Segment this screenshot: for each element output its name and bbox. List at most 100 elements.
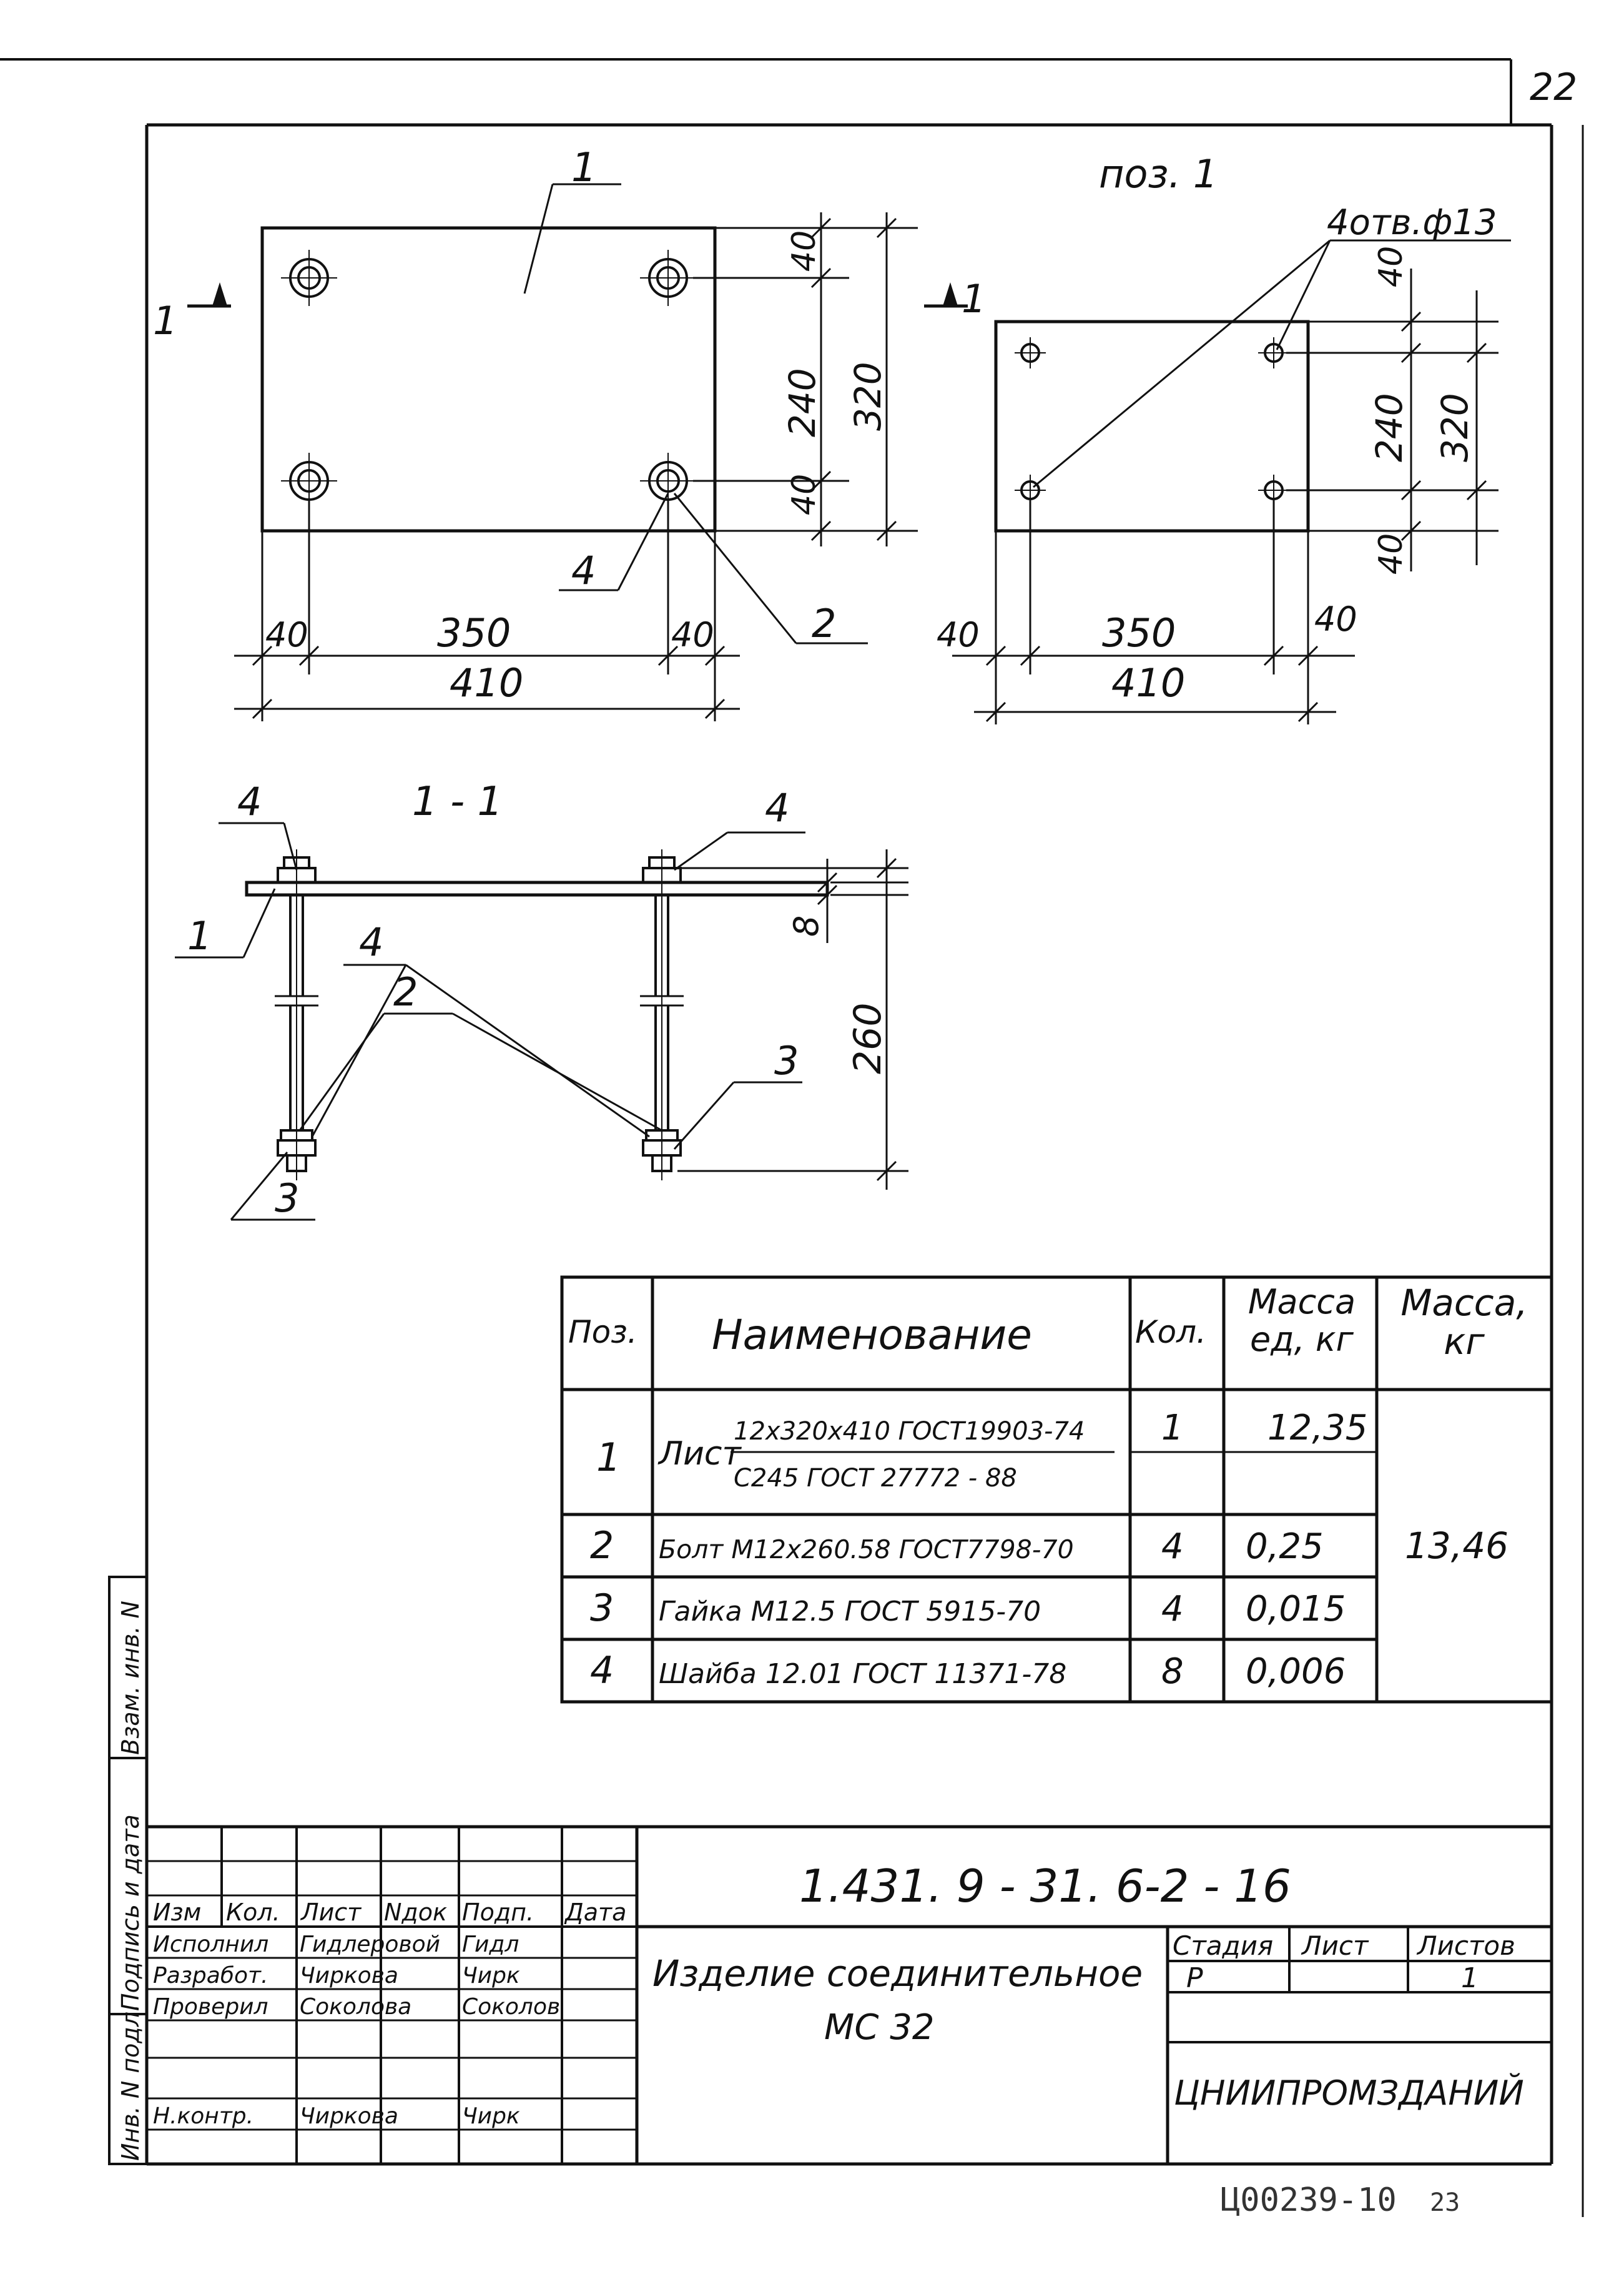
spec-row1-name-top: 12x320x410 ГОСТ19903-74 xyxy=(734,1417,1085,1446)
tb-sheets-label: Листов xyxy=(1416,1930,1515,1961)
tb-sign-ispolnil: Гидл xyxy=(462,1932,519,1957)
spec-row3-mass: 0,015 xyxy=(1246,1589,1346,1629)
tb-sign-proveril: Соколов xyxy=(462,1994,560,2020)
spec-row3-name: Гайка М12.5 ГОСТ 5915-70 xyxy=(659,1596,1041,1628)
spec-row2-pos: 2 xyxy=(590,1524,614,1568)
spec-row2-name: Болт М12x260.58 ГОСТ7798-70 xyxy=(659,1534,1074,1564)
callout-section-nut-left: 3 xyxy=(275,1175,299,1221)
tb-header-ndoc: Nдок xyxy=(384,1899,447,1926)
section-title: 1 - 1 xyxy=(412,779,503,825)
dim-pos1-410: 410 xyxy=(1111,660,1185,706)
archive-number: Ц00239-10 xyxy=(1221,2181,1397,2219)
spec-header-mass-total: Масса, кг xyxy=(1400,1283,1528,1363)
tb-header-kol: Кол. xyxy=(226,1899,280,1926)
section-bolt-left xyxy=(275,849,318,1180)
pos1-view xyxy=(952,239,1511,724)
section-plate xyxy=(245,881,829,897)
dim-pos1-40-bottom: 40 xyxy=(1372,533,1410,575)
designation-code: 1.431. 9 - 31. 6-2 - 16 xyxy=(799,1860,1291,1912)
tb-role-razrabot: Разработ. xyxy=(153,1963,268,1988)
tb-name-ispolnil: Гидлеровой xyxy=(300,1932,440,1957)
bolt-hole-tr xyxy=(640,250,696,306)
spec-header-name: Наименование xyxy=(712,1311,1032,1359)
spec-row2-mass: 0,25 xyxy=(1246,1526,1324,1567)
pos1-title: поз. 1 xyxy=(1099,151,1218,197)
archive-page: 23 xyxy=(1430,2188,1460,2217)
tb-organization: ЦНИИПРОМЗДАНИЙ xyxy=(1174,2073,1524,2113)
spec-row4-qty: 8 xyxy=(1161,1651,1184,1692)
pos1-hole-tl xyxy=(1015,337,1046,368)
spec-row4-mass: 0,006 xyxy=(1246,1651,1346,1692)
left-margin-stamp xyxy=(108,1576,148,2165)
margin-box-vzam: Взам. инв. N xyxy=(117,1601,144,1755)
dim-section-length: 260 xyxy=(846,1002,890,1074)
spec-header-mass-unit: Масса ед, кг xyxy=(1248,1283,1356,1359)
dim-plan-350: 350 xyxy=(437,610,511,656)
section-marker-right: 1 xyxy=(962,276,986,322)
tb-header-list: Лист xyxy=(300,1899,362,1926)
spec-row3-qty: 4 xyxy=(1161,1589,1184,1629)
callout-plan-bolt: 2 xyxy=(812,601,836,646)
tb-stage-value: Р xyxy=(1186,1962,1203,1994)
callout-section-bolt: 2 xyxy=(393,969,418,1015)
dim-pos1-350: 350 xyxy=(1102,610,1176,656)
spec-row1-name-main: Лист xyxy=(657,1435,742,1473)
spec-row1-pos: 1 xyxy=(596,1435,621,1480)
tb-name-proveril: Соколова xyxy=(300,1994,411,2020)
spec-row4-name: Шайба 12.01 ГОСТ 11371-78 xyxy=(659,1658,1066,1690)
dim-pos1-40-top: 40 xyxy=(1372,246,1410,287)
section-bolt-right xyxy=(640,849,684,1180)
callout-section-washer-right: 4 xyxy=(765,785,789,831)
dim-plan-40-top: 40 xyxy=(785,230,823,272)
dim-pos1-240: 240 xyxy=(1368,393,1410,462)
spec-table xyxy=(560,1275,1553,1704)
tb-header-izm: Изм xyxy=(153,1899,201,1926)
dim-plan-240: 240 xyxy=(781,368,824,437)
tb-role-proveril: Проверил xyxy=(153,1994,268,2020)
pos1-hole-tr xyxy=(1258,337,1289,368)
bolt-hole-tl xyxy=(281,250,337,306)
spec-header-pos: Поз. xyxy=(568,1314,637,1350)
callout-section-nut-right: 3 xyxy=(774,1038,799,1084)
tb-sheet-label: Лист xyxy=(1301,1930,1369,1961)
sheet-number: 22 xyxy=(1530,66,1577,109)
pos1-holes-note: 4отв.ф13 xyxy=(1327,202,1497,243)
pos1-plate-outline xyxy=(994,320,1310,533)
spec-row3-pos: 3 xyxy=(590,1586,614,1630)
section-view xyxy=(175,822,908,1221)
tb-product-name-line2: МС 32 xyxy=(824,2007,934,2048)
tb-header-podp: Подп. xyxy=(462,1899,534,1926)
tb-product-name-line1: Изделие соединительное xyxy=(652,1952,1143,1995)
tb-sign-nkontr: Чирк xyxy=(462,2103,520,2129)
tb-name-razrabot: Чиркова xyxy=(300,1963,398,1988)
dim-plan-40-bottom: 40 xyxy=(785,474,823,515)
margin-box-inv: Инв. N подл. xyxy=(117,2004,144,2161)
section-marker-left: 1 xyxy=(153,298,177,343)
plan-position-marker: 1 xyxy=(571,145,597,191)
spec-row4-pos: 4 xyxy=(590,1649,614,1692)
dim-plan-410: 410 xyxy=(450,660,523,706)
dim-section-thickness: 8 xyxy=(787,916,826,937)
margin-box-podpis: Подпись и дата xyxy=(117,1814,144,2011)
dim-pos1-320: 320 xyxy=(1434,393,1476,462)
tb-role-ispolnil: Исполнил xyxy=(153,1932,268,1957)
dim-plan-40-left: 40 xyxy=(265,615,308,654)
plan-view xyxy=(187,183,968,721)
callout-section-washer-left: 4 xyxy=(237,779,262,824)
tb-sign-razrabot: Чирк xyxy=(462,1963,520,1988)
dim-pos1-40-left: 40 xyxy=(937,615,980,654)
title-block xyxy=(147,1825,1552,2164)
tb-name-nkontr: Чиркова xyxy=(300,2103,398,2129)
tb-sheets-value: 1 xyxy=(1461,1962,1479,1994)
dim-plan-40-right: 40 xyxy=(671,615,714,654)
spec-row1-mass: 12,35 xyxy=(1267,1408,1367,1448)
spec-row1-qty: 1 xyxy=(1161,1408,1184,1448)
spec-row1-name-bottom: С245 ГОСТ 27772 - 88 xyxy=(734,1464,1017,1493)
spec-mass-total: 13,46 xyxy=(1405,1524,1508,1567)
tb-role-nkontr: Н.контр. xyxy=(153,2103,253,2129)
spec-row2-qty: 4 xyxy=(1161,1526,1184,1567)
tb-stage-label: Стадия xyxy=(1173,1930,1273,1961)
callout-plan-washer: 4 xyxy=(571,548,596,593)
dim-plan-320: 320 xyxy=(847,362,889,431)
